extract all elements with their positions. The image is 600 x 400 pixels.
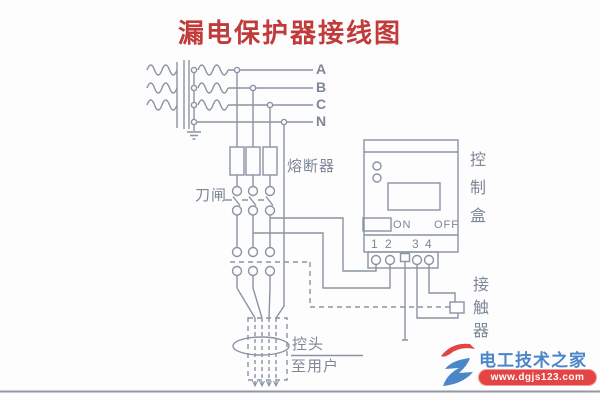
control-box-label: 控制盒 <box>467 151 484 235</box>
knife-switch <box>225 196 274 248</box>
watermark-site-url: www.dgjs123.com <box>478 369 597 386</box>
phase-label-b: B <box>316 79 327 95</box>
off-button-label: OFF <box>434 219 459 231</box>
watermark-site-name: 电工技术之家 <box>479 351 587 370</box>
diagram-title: 漏电保护器接线图 <box>177 18 402 48</box>
fuse-label: 熔断器 <box>287 158 336 175</box>
watermark-logo-icon <box>441 343 475 386</box>
wiring <box>253 217 391 289</box>
contactor-contacts <box>230 261 450 308</box>
knife-switch-label: 刀闸 <box>195 187 228 204</box>
terminal-number-1: 1 <box>371 237 378 251</box>
phase-label-a: A <box>316 61 327 77</box>
contactor-coil <box>449 301 465 314</box>
transformer <box>146 60 229 140</box>
contactor-label: 接触器 <box>470 276 487 345</box>
fuse-bank <box>229 70 285 319</box>
phase-label-c: C <box>316 96 327 112</box>
on-button-label: ON <box>393 219 412 231</box>
phase-label-n: N <box>316 113 327 129</box>
control-box-shape <box>362 139 459 341</box>
to-user-label: 至用户 <box>291 358 340 375</box>
terminal-number-2: 2 <box>385 237 392 251</box>
terminal-number-3: 3 <box>412 237 419 251</box>
junction-dots <box>190 66 435 277</box>
probe-feed <box>236 287 271 319</box>
ground-icon <box>187 131 201 140</box>
probe-ct <box>232 317 363 388</box>
probe-label: 控头 <box>292 336 325 353</box>
terminal-number-4: 4 <box>425 237 432 251</box>
